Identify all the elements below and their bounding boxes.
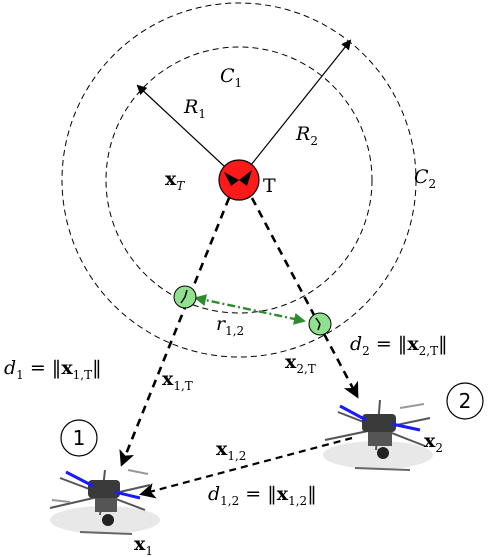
drone-1	[49, 469, 160, 535]
label-r12: r1,2	[216, 313, 244, 338]
label-c2: C2	[414, 166, 436, 191]
radius-r1-arrow	[136, 84, 240, 181]
circle-c1	[105, 46, 373, 314]
vector-x1T-line	[119, 197, 231, 467]
drone-2	[323, 399, 433, 471]
drone-1-number: 1	[73, 426, 86, 450]
target-node	[218, 159, 260, 201]
label-x2T: x2,T	[285, 351, 316, 376]
label-x1: x1	[134, 533, 153, 557]
label-T: T	[263, 175, 276, 197]
link-r12-line	[194, 294, 306, 325]
label-d12: d1,2 = ‖x1,2‖	[208, 483, 317, 508]
label-xT: xT	[165, 168, 185, 193]
radius-r2-arrow	[238, 39, 352, 181]
vector-x12-line	[139, 436, 353, 499]
label-x12: x1,2	[216, 438, 246, 463]
label-x1T: x1,T	[162, 368, 193, 393]
node-2	[308, 312, 332, 336]
drone-2-number: 2	[459, 389, 472, 413]
label-d2: d2 = ‖x2,T‖	[350, 333, 448, 358]
label-r1: R1	[183, 96, 206, 121]
drone-2-number-badge: 2	[446, 382, 484, 420]
label-x2: x2	[424, 430, 443, 455]
drone-1-number-badge: 1	[60, 419, 98, 457]
label-c1: C1	[220, 65, 242, 90]
label-r2: R2	[295, 123, 318, 148]
circle-c2	[61, 2, 417, 358]
node-1	[173, 285, 197, 309]
label-d1: d1 = ‖x1,T‖	[4, 357, 102, 382]
